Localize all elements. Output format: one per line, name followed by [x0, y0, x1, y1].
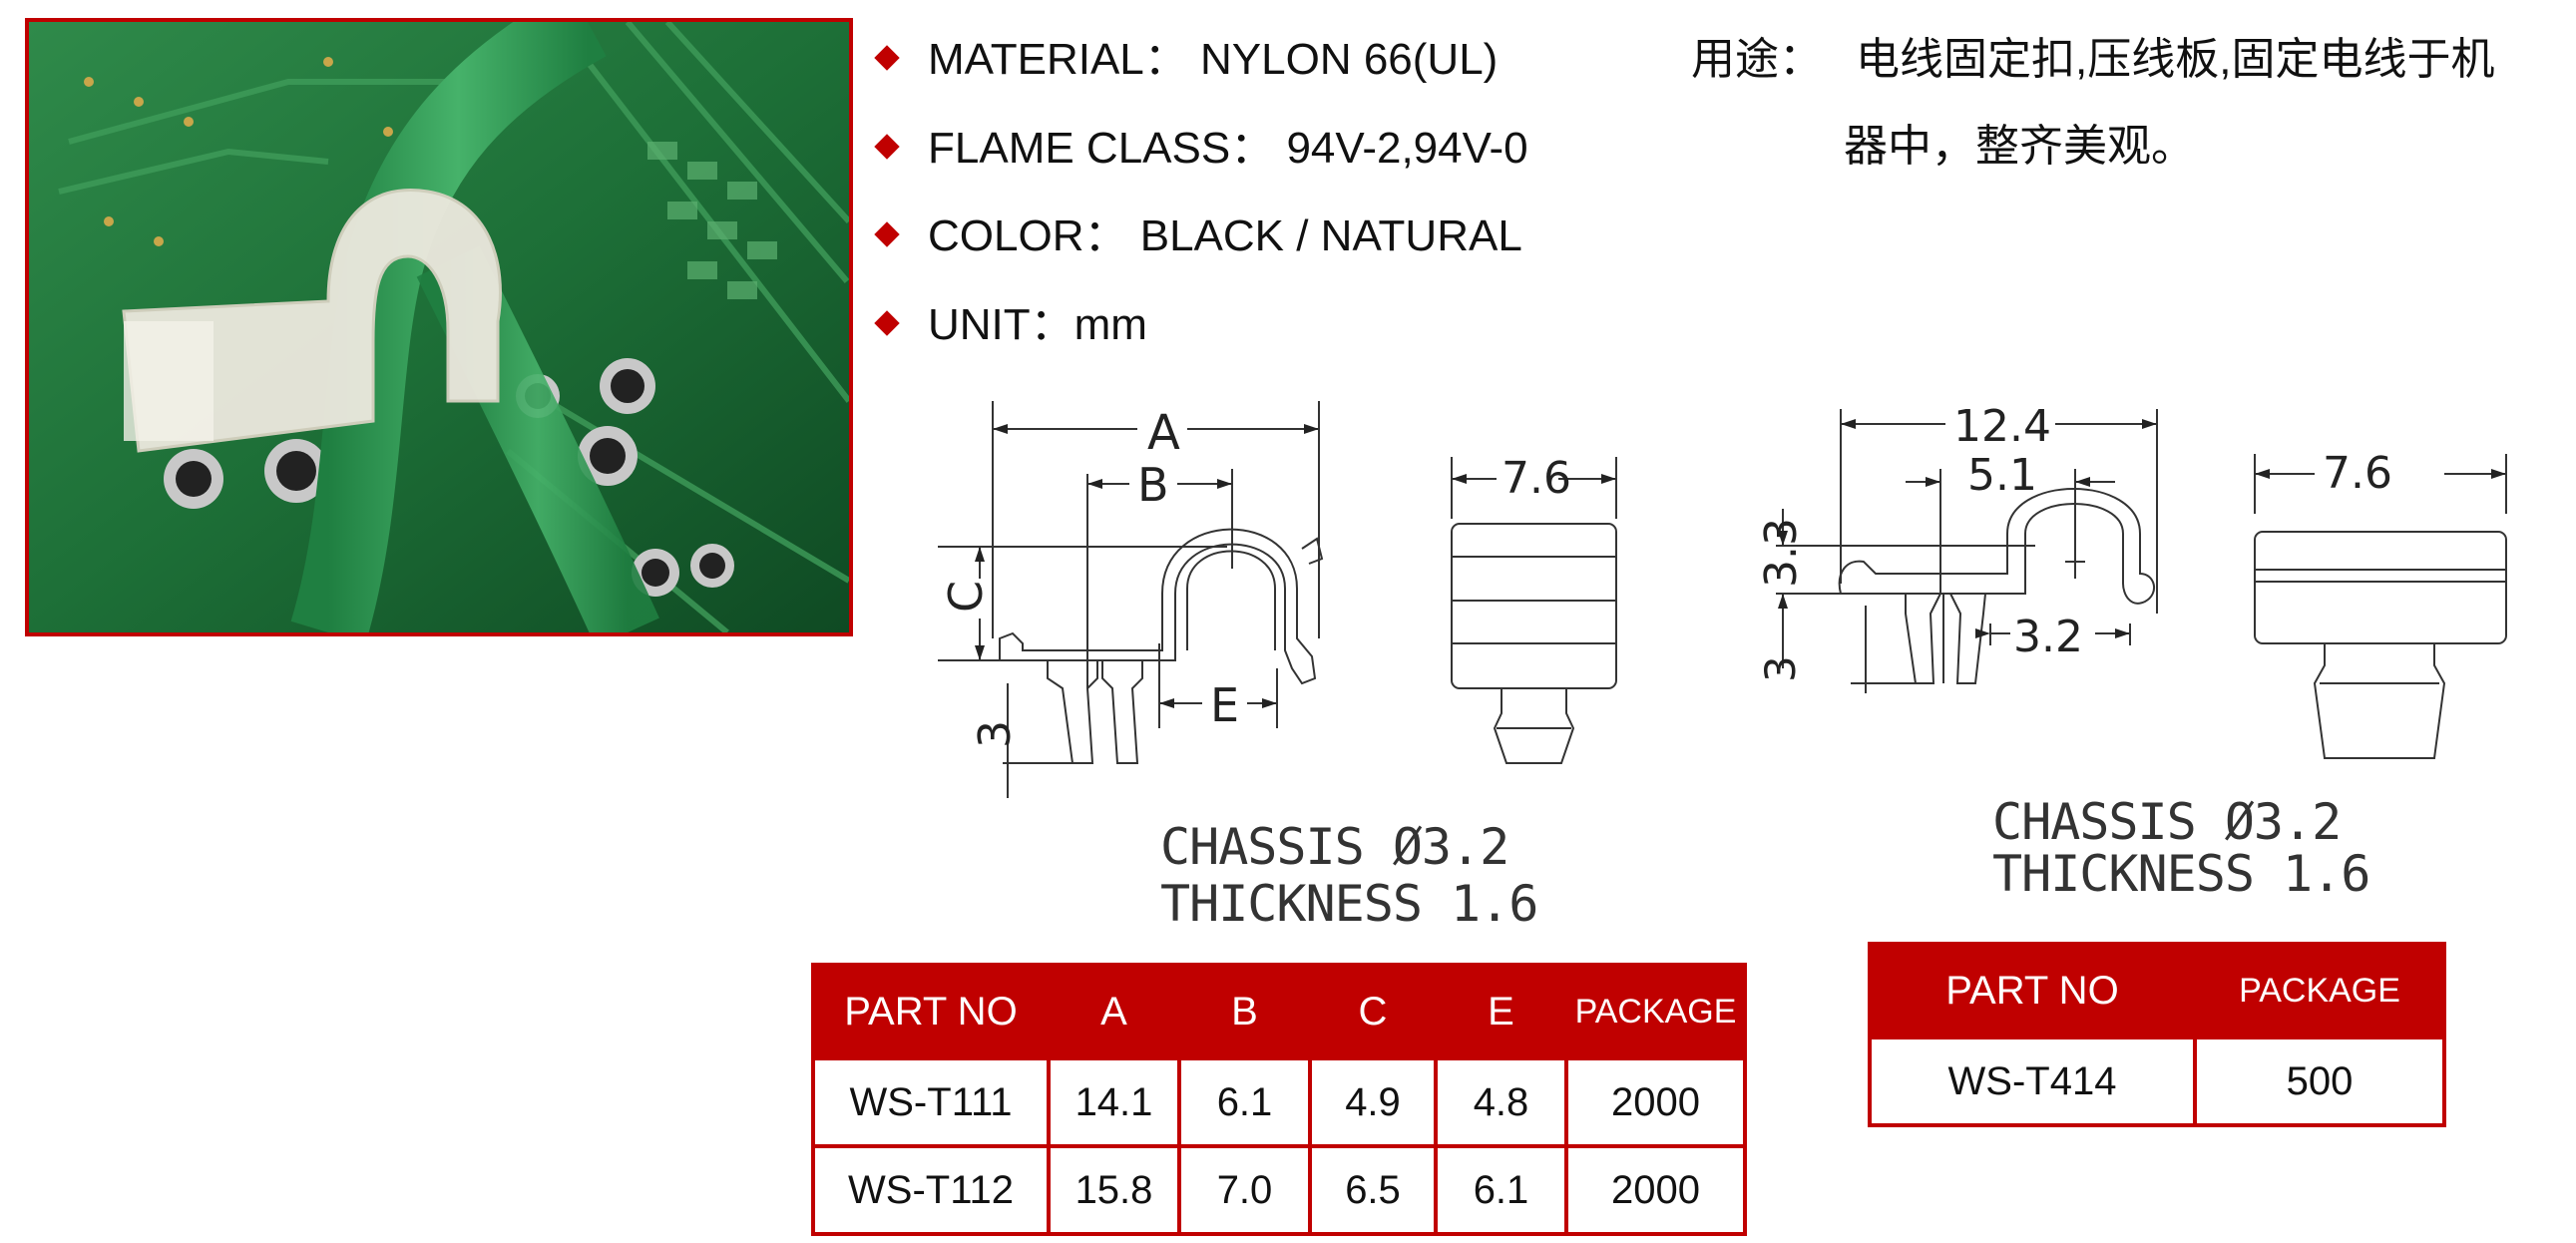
dim-leg-height: 3	[1756, 655, 1805, 682]
diamond-bullet-icon	[874, 45, 900, 72]
spec-color: COLOR： BLACK / NATURAL	[874, 214, 1522, 258]
usage-label: 用途：	[1691, 35, 1823, 84]
dim-height: 3.3	[1756, 518, 1807, 588]
clip-drawing-1: A B C E 3 7.6	[938, 401, 1617, 798]
col-e: E	[1434, 963, 1568, 1060]
spec-material: MATERIAL： NYLON 66(UL)	[874, 38, 1498, 82]
cell-c: 6.5	[1308, 1144, 1438, 1236]
dim-side-width: 7.6	[1502, 453, 1571, 504]
part-table-2: PART NO PACKAGE WS-T414 500	[1868, 942, 2446, 1127]
col-package: PACKAGE	[1564, 963, 1747, 1060]
spec-flame-class: FLAME CLASS： 94V-2,94V-0	[874, 127, 1528, 171]
diamond-bullet-icon	[874, 310, 900, 337]
col-part-no: PART NO	[811, 963, 1051, 1060]
cell-package: 2000	[1564, 1144, 1747, 1236]
drawing2-chassis-line-2: THICKNESS 1.6	[1992, 845, 2370, 903]
dim-a: A	[1147, 405, 1180, 461]
cell-part-no: WS-T112	[811, 1144, 1051, 1236]
table-header-row: PART NO A B C E PACKAGE	[811, 963, 1747, 1060]
dim-width: 12.4	[1953, 401, 2051, 452]
col-a: A	[1047, 963, 1181, 1060]
cell-a: 14.1	[1047, 1056, 1181, 1148]
diamond-bullet-icon	[874, 221, 900, 248]
table-row: WS-T111 14.1 6.1 4.9 4.8 2000	[811, 1056, 1747, 1148]
dim-e-offset: 3.2	[2013, 612, 2083, 662]
col-part-no: PART NO	[1868, 942, 2197, 1039]
drawing2-chassis-line-1: CHASSIS Ø3.2	[1992, 793, 2342, 851]
col-b: B	[1177, 963, 1312, 1060]
diamond-bullet-icon	[874, 134, 900, 161]
cell-e: 6.1	[1434, 1144, 1568, 1236]
spec-unit: UNIT：mm	[874, 303, 1147, 347]
table-row: WS-T112 15.8 7.0 6.5 6.1 2000	[811, 1144, 1747, 1236]
col-c: C	[1308, 963, 1438, 1060]
dim-b-offset: 5.1	[1967, 450, 2037, 501]
col-package: PACKAGE	[2193, 942, 2446, 1039]
cell-package: 2000	[1564, 1056, 1747, 1148]
table-row: WS-T414 500	[1868, 1036, 2446, 1127]
table-header-row: PART NO PACKAGE	[1868, 942, 2446, 1039]
cell-part-no: WS-T414	[1868, 1036, 2197, 1127]
usage-line-1: 电线固定扣,压线板,固定电线于机	[1856, 35, 2495, 84]
dim-side-width: 7.6	[2323, 448, 2392, 499]
cell-b: 7.0	[1177, 1144, 1312, 1236]
cell-package: 500	[2193, 1036, 2446, 1127]
part-table-1: PART NO A B C E PACKAGE WS-T111 14.1 6.1…	[811, 963, 1747, 1236]
product-photo	[25, 18, 853, 636]
drawing1-chassis-line-2: THICKNESS 1.6	[1160, 875, 1538, 933]
dim-c: C	[939, 581, 993, 613]
cell-a: 15.8	[1047, 1144, 1181, 1236]
cell-b: 6.1	[1177, 1056, 1312, 1148]
drawing1-chassis-line-1: CHASSIS Ø3.2	[1160, 818, 1509, 876]
usage-line-2: 器中，整齐美观。	[1844, 122, 2195, 171]
clip-drawing-2: 12.4 5.1 3.3 3.2 3 7.6	[1756, 401, 2507, 759]
dim-e: E	[1210, 678, 1239, 732]
dim-b: B	[1137, 458, 1169, 512]
cell-part-no: WS-T111	[811, 1056, 1051, 1148]
dim-leg-height: 3	[970, 720, 1021, 748]
cell-e: 4.8	[1434, 1056, 1568, 1148]
cell-c: 4.9	[1308, 1056, 1438, 1148]
